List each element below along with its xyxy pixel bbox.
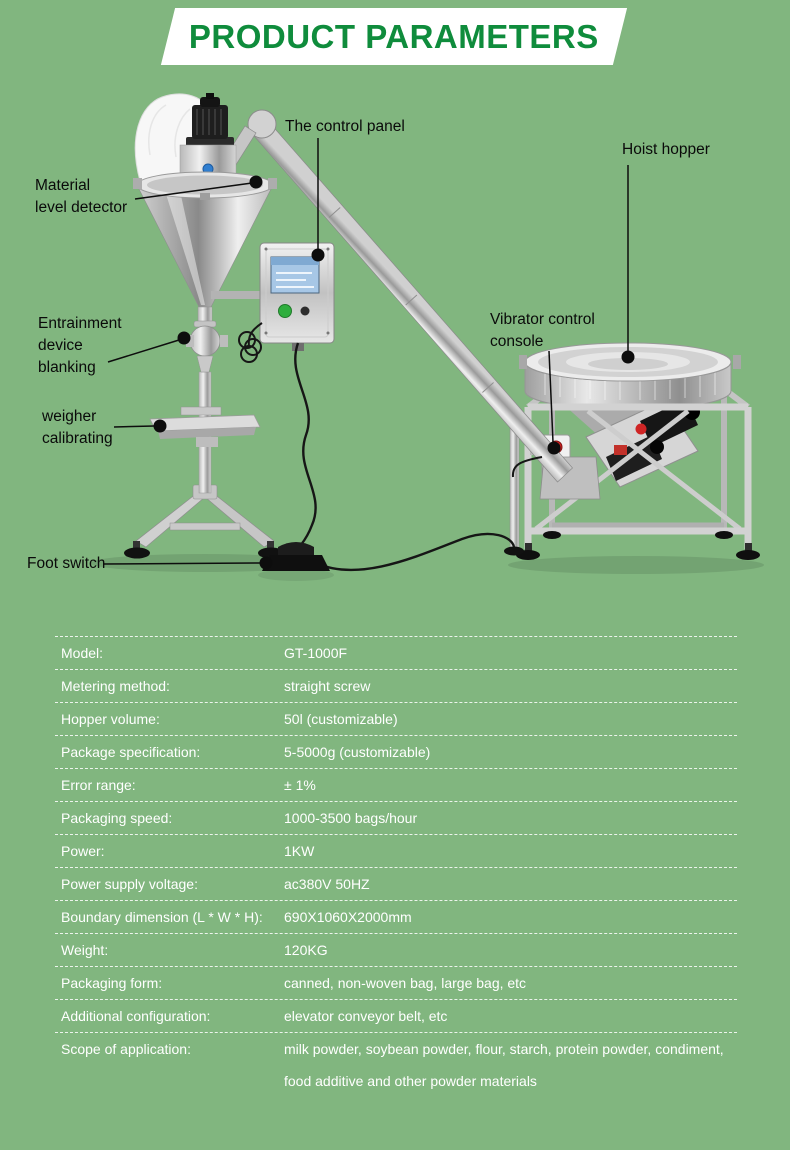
spec-value: ± 1%	[284, 777, 316, 793]
callout-label-material-detector: Material level detector	[35, 177, 128, 216]
spec-value: 120KG	[284, 942, 328, 958]
spec-label: Boundary dimension (L * W * H):	[61, 909, 263, 925]
machine-illustration	[90, 93, 764, 581]
spec-table: Model: GT-1000F Metering method: straigh…	[55, 636, 737, 1097]
sieve-feet	[516, 531, 760, 560]
spec-value: GT-1000F	[284, 645, 348, 661]
callout-dot-weigher	[153, 419, 167, 433]
spec-row-scope-of-application: Scope of application: milk powder, soybe…	[55, 1032, 737, 1097]
entrainment-device	[186, 306, 228, 373]
spec-row-packaging-speed: Packaging speed: 1000-3500 bags/hour	[55, 801, 737, 834]
spec-row-hopper-volume: Hopper volume: 50l (customizable)	[55, 702, 737, 735]
callout-line-vibrator-console	[548, 350, 554, 443]
spec-value: elevator conveyor belt, etc	[284, 1008, 448, 1024]
spec-row-weight: Weight: 120KG	[55, 933, 737, 966]
spec-row-power-supply-voltage: Power supply voltage: ac380V 50HZ	[55, 867, 737, 900]
spec-label: Model:	[61, 645, 104, 661]
spec-label: Power:	[61, 843, 105, 859]
callout-line-weigher	[113, 425, 155, 428]
spec-row-metering-method: Metering method: straight screw	[55, 669, 737, 702]
spec-value: 50l (customizable)	[284, 711, 398, 727]
weigher-platform	[149, 406, 261, 447]
callout-dot-foot-switch	[259, 556, 273, 570]
spec-row-power: Power: 1KW	[55, 834, 737, 867]
callout-dot-entrainment	[177, 331, 191, 345]
callout-label-hoist-hopper: Hoist hopper	[622, 141, 710, 158]
spec-row-error-range: Error range: ± 1%	[55, 768, 737, 801]
machine-illustration-section	[0, 85, 790, 620]
callout-label-foot-switch: Foot switch	[27, 555, 106, 572]
callout-line-material-detector	[134, 182, 253, 200]
spec-row-additional-configuration: Additional configuration: elevator conve…	[55, 999, 737, 1032]
callout-markers	[102, 138, 635, 570]
spec-row-model: Model: GT-1000F	[55, 636, 737, 669]
cables	[238, 322, 543, 572]
filler-base	[124, 484, 284, 559]
spec-value: 690X1060X2000mm	[284, 909, 412, 925]
spec-label: Metering method:	[61, 678, 170, 694]
spec-label: Error range:	[61, 777, 136, 793]
spec-value: 5-5000g (customizable)	[284, 744, 431, 760]
callout-dot-hoist-hopper	[621, 350, 635, 364]
control-panel-box	[211, 242, 335, 351]
auger-filler-machine	[124, 93, 335, 559]
spec-value: canned, non-woven bag, large bag, etc	[284, 975, 527, 991]
hopper-cone	[133, 171, 277, 308]
callout-dot-vibrator-console	[547, 441, 561, 455]
floor-shadows	[90, 554, 764, 581]
screw-conveyor	[219, 109, 601, 556]
header-banner: PRODUCT PARAMETERS	[160, 8, 628, 65]
spec-label: Weight:	[61, 942, 109, 958]
spec-label: Hopper volume:	[61, 711, 160, 727]
spec-value: ac380V 50HZ	[284, 876, 370, 892]
callout-line-entrainment	[107, 339, 180, 363]
spec-row-boundary-dimension: Boundary dimension (L * W * H): 690X1060…	[55, 900, 737, 933]
spec-label: Power supply voltage:	[61, 876, 198, 892]
spec-label: Packaging speed:	[61, 810, 173, 826]
callout-label-weigher: weigher calibrating	[42, 408, 113, 447]
callout-label-vibrator-console: Vibrator control console	[490, 311, 595, 350]
spec-row-package-specification: Package specification: 5-5000g (customiz…	[55, 735, 737, 768]
callout-dot-control-panel	[311, 248, 325, 262]
panel-dark-button	[300, 306, 310, 316]
foot-switch-pedal	[262, 542, 330, 571]
spec-value: 1KW	[284, 843, 315, 859]
spec-value: straight screw	[284, 678, 371, 694]
callout-label-control-panel: The control panel	[285, 118, 405, 135]
spec-label: Scope of application:	[61, 1041, 191, 1057]
spec-row-packaging-form: Packaging form: canned, non-woven bag, l…	[55, 966, 737, 999]
spec-label: Additional configuration:	[61, 1008, 211, 1024]
callout-line-foot-switch	[102, 562, 261, 565]
filling-motor	[186, 93, 234, 147]
callout-label-entrainment: Entrainment device blanking	[38, 315, 122, 376]
page-title: PRODUCT PARAMETERS	[189, 17, 599, 55]
spec-label: Package specification:	[61, 744, 201, 760]
spec-label: Packaging form:	[61, 975, 163, 991]
spec-value: 1000-3500 bags/hour	[284, 810, 418, 826]
spec-value: milk powder, soybean powder, flour, star…	[284, 1041, 724, 1089]
callout-dot-material-detector	[249, 175, 263, 189]
panel-green-button	[278, 304, 292, 318]
